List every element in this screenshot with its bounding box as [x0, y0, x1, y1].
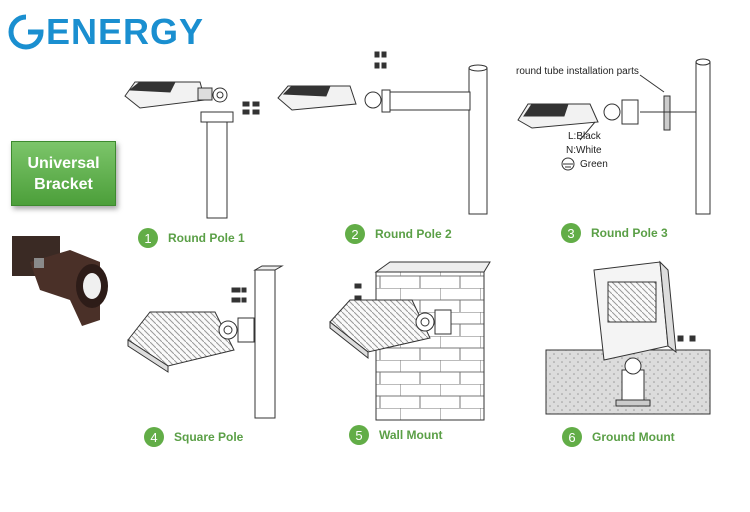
step-1-number: 1	[138, 228, 158, 248]
round-tube-parts-label: round tube installation parts	[516, 66, 639, 77]
neutral-wire-label: N:White	[566, 145, 602, 156]
round-pole-1-drawing	[124, 81, 260, 219]
ground-mount-drawing	[545, 260, 711, 415]
bracket-photo	[12, 236, 108, 326]
step-1-caption: 1 Round Pole 1	[138, 228, 245, 248]
step-5-number: 5	[349, 425, 369, 445]
step-1-label: Round Pole 1	[168, 231, 245, 245]
step-2-label: Round Pole 2	[375, 227, 452, 241]
live-wire-label: L:Black	[568, 131, 601, 142]
wall-mount-drawing	[329, 261, 491, 421]
brand-logo: ENERGY	[8, 10, 204, 54]
round-pole-3-drawing	[517, 58, 711, 215]
badge-line-1: Universal	[27, 154, 100, 172]
step-4-number: 4	[144, 427, 164, 447]
ground-wire-label: Green	[580, 159, 608, 170]
step-2-number: 2	[345, 224, 365, 244]
round-pole-2-drawing	[277, 51, 488, 215]
logo-text: ENERGY	[46, 11, 205, 52]
step-6-label: Ground Mount	[592, 430, 675, 444]
step-4-label: Square Pole	[174, 430, 244, 444]
step-3-number: 3	[561, 223, 581, 243]
square-pole-drawing	[127, 265, 284, 419]
step-6-caption: 6 Ground Mount	[562, 427, 675, 447]
logo-g-icon	[8, 14, 44, 50]
step-2-caption: 2 Round Pole 2	[345, 224, 452, 244]
step-3-caption: 3 Round Pole 3	[561, 223, 668, 243]
step-4-caption: 4 Square Pole	[144, 427, 243, 447]
step-6-number: 6	[562, 427, 582, 447]
step-5-label: Wall Mount	[379, 428, 443, 442]
step-3-label: Round Pole 3	[591, 226, 668, 240]
badge-line-2: Bracket	[34, 175, 93, 193]
step-5-caption: 5 Wall Mount	[349, 425, 443, 445]
